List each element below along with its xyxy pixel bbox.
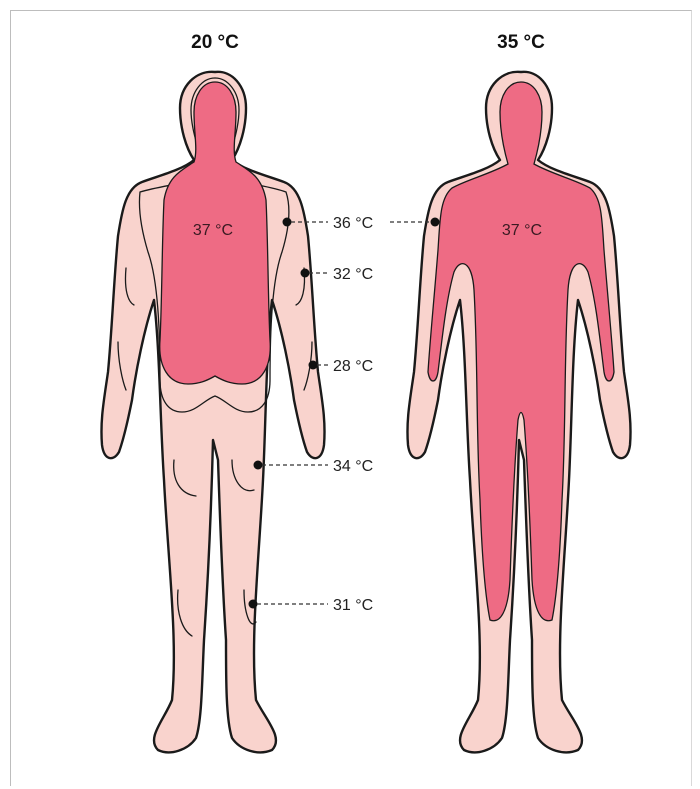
callout-label: 34 °C — [333, 458, 373, 475]
callout-dot — [249, 600, 258, 609]
callout-label: 36 °C — [333, 215, 373, 232]
callout-label: 32 °C — [333, 266, 373, 283]
callout-calf: 31 °C — [249, 597, 374, 614]
right-core-temp: 37 °C — [502, 222, 542, 239]
right-ambient-label: 35 °C — [497, 32, 545, 53]
callout-dot — [254, 461, 263, 470]
callout-dot — [309, 361, 318, 370]
right-body-figure: 35 °C 37 °C — [407, 32, 630, 752]
callout-thigh: 34 °C — [254, 458, 374, 475]
left-ambient-label: 20 °C — [191, 32, 239, 53]
callout-label: 31 °C — [333, 597, 373, 614]
left-body-figure: 20 °C 37 °C — [101, 32, 324, 752]
callout-label: 28 °C — [333, 358, 373, 375]
callout-dot — [283, 218, 292, 227]
right-core-region — [428, 82, 614, 621]
callout-dot — [301, 269, 310, 278]
left-core-temp: 37 °C — [193, 222, 233, 239]
callout-dot-right — [431, 218, 440, 227]
